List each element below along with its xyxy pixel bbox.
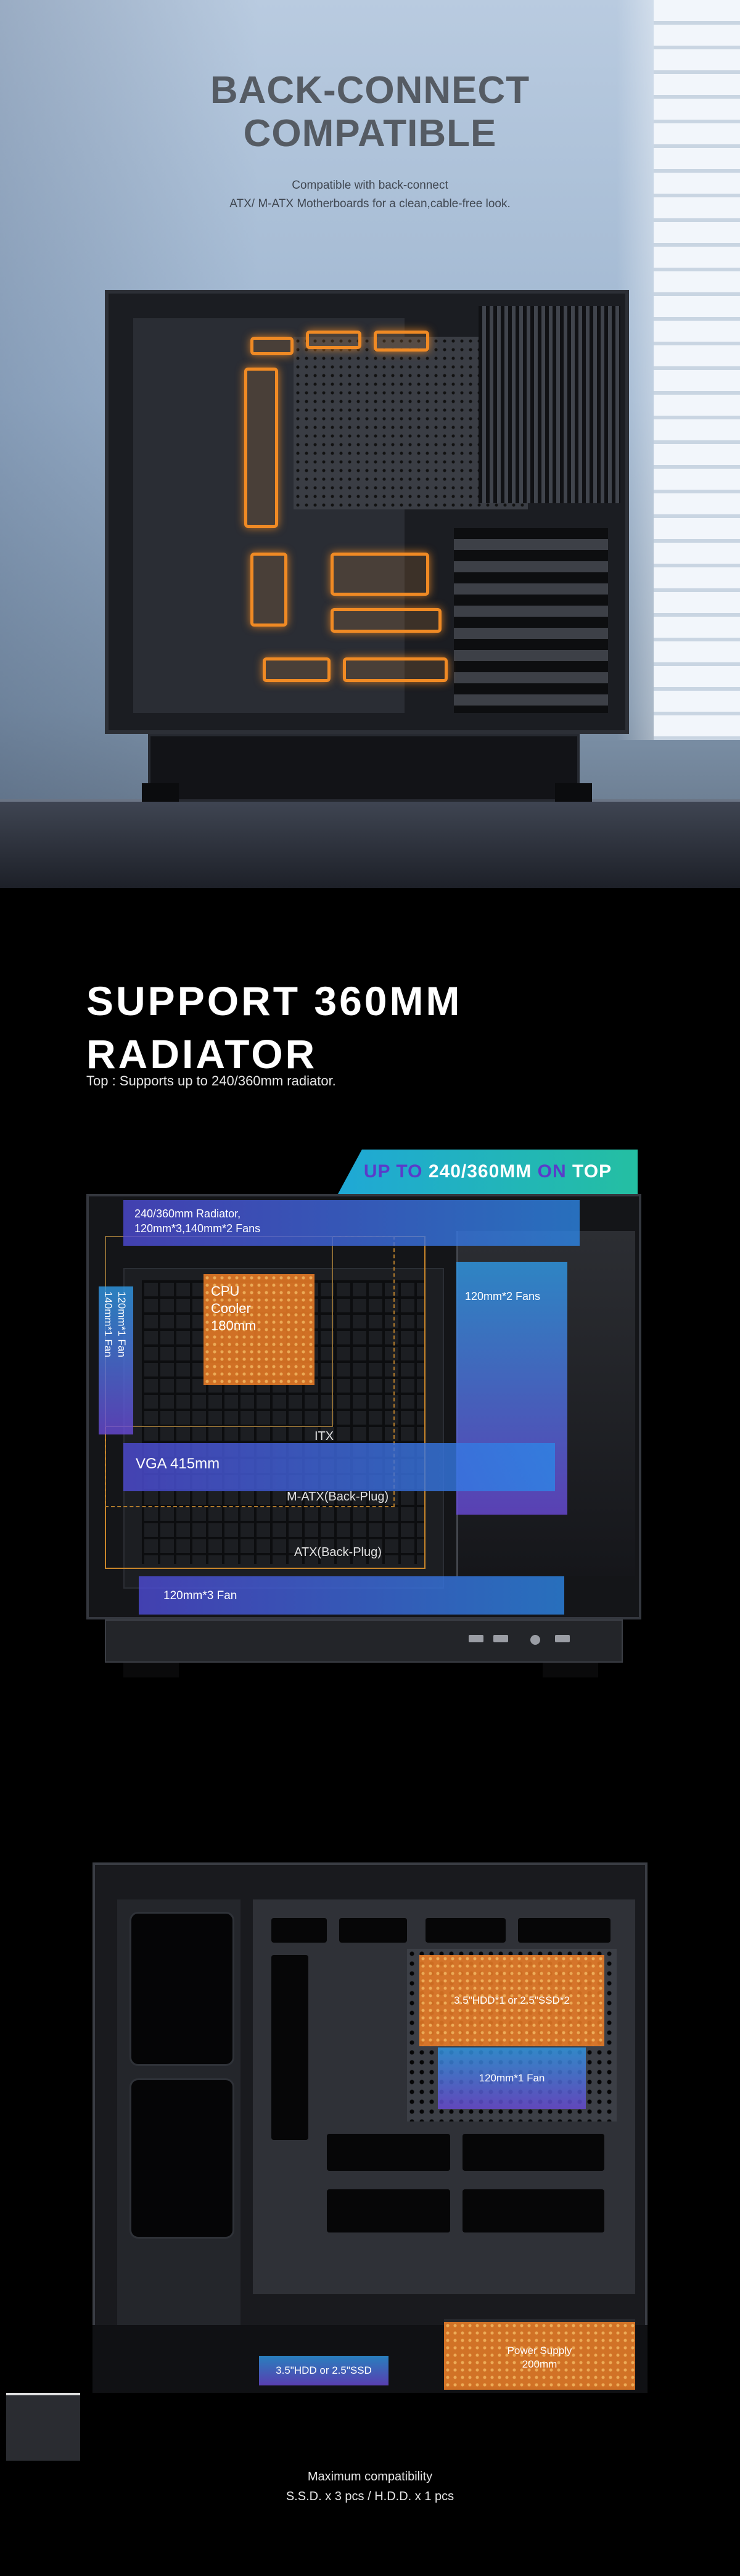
bottom-fans-label: 120mm*3 Fan bbox=[163, 1589, 237, 1602]
tray-hole-mid-1 bbox=[327, 2134, 450, 2171]
radiator-banner: UP TO 240/360MM ON TOP bbox=[338, 1150, 638, 1194]
psu-shroud bbox=[148, 734, 580, 802]
vga-label: VGA 415mm bbox=[136, 1455, 220, 1472]
power-supply-line1: Power Supply bbox=[507, 2345, 572, 2356]
rear-cutout-top bbox=[130, 1912, 234, 2066]
back-connect-title: BACK-CONNECT COMPATIBLE bbox=[0, 69, 740, 155]
usb-port-1 bbox=[469, 1635, 483, 1642]
rear-fan-line2: 140mm*1 Fan bbox=[102, 1291, 114, 1357]
storage-caption: Maximum compatibility S.S.D. x 3 pcs / H… bbox=[0, 2467, 740, 2506]
pc-case-front-view: ITX M-ATX(Back-Plug) ATX(Back-Plug) 240/… bbox=[86, 1194, 641, 1681]
cable-cutout-top-3 bbox=[374, 331, 429, 352]
cpu-cooler-overlay: CPU Cooler 180mm bbox=[204, 1274, 314, 1385]
cable-cutout-top-1 bbox=[250, 337, 294, 355]
power-supply-overlay: Power Supply 200mm bbox=[444, 2322, 635, 2390]
case-chassis bbox=[105, 290, 629, 734]
cable-cutout-top-2 bbox=[306, 331, 361, 349]
cable-cutout-lower-left bbox=[250, 553, 287, 627]
tray-hole-1 bbox=[271, 1918, 327, 1943]
banner-top: TOP bbox=[572, 1161, 612, 1182]
drive-cage-overlay: 3.5"HDD*1 or 2.5"SSD*2 bbox=[419, 1955, 604, 2046]
tray-hole-mid-4 bbox=[462, 2189, 604, 2232]
expansion-slots bbox=[454, 528, 608, 713]
bottom-drive-overlay: 3.5"HDD or 2.5"SSD bbox=[259, 2356, 388, 2385]
vga-overlay: VGA 415mm bbox=[123, 1443, 555, 1491]
window-blinds bbox=[654, 0, 740, 740]
banner-up-to: UP TO bbox=[363, 1161, 423, 1182]
case-foot-right bbox=[555, 783, 592, 802]
tray-hole-3 bbox=[426, 1918, 506, 1943]
itx-label: ITX bbox=[314, 1430, 334, 1443]
cable-cutout-center-2 bbox=[331, 608, 442, 633]
back-connect-title-line1: BACK-CONNECT bbox=[210, 69, 530, 112]
tray-hole-2 bbox=[339, 1918, 407, 1943]
rear-fan-line1: 120mm*1 Fan bbox=[116, 1291, 128, 1357]
power-button-icon bbox=[530, 1635, 540, 1645]
radiator-title: SUPPORT 360MM RADIATOR bbox=[86, 974, 462, 1080]
banner-size: 240/360MM bbox=[428, 1161, 532, 1182]
case-feet bbox=[105, 783, 629, 808]
storage-caption-line2: S.S.D. x 3 pcs / H.D.D. x 1 pcs bbox=[286, 2490, 454, 2503]
tray-hole-4 bbox=[518, 1918, 610, 1943]
drive-cage-label: 3.5"HDD*1 or 2.5"SSD*2 bbox=[454, 1994, 570, 2006]
desk bbox=[0, 802, 740, 888]
banner-on: ON bbox=[537, 1161, 567, 1182]
atx-label: ATX(Back-Plug) bbox=[294, 1545, 382, 1559]
bottom-fans-overlay: 120mm*3 Fan bbox=[139, 1576, 564, 1615]
rear-fan-label: 120mm*1 Fan bbox=[479, 2072, 545, 2084]
radiator-support-section: SUPPORT 360MM RADIATOR Top : Supports up… bbox=[0, 888, 740, 1776]
cable-cutout-center bbox=[331, 553, 429, 596]
cpu-cooler-line1: CPU bbox=[211, 1283, 240, 1299]
cable-cutout-bottom-1 bbox=[263, 657, 331, 682]
usb-port-3 bbox=[555, 1635, 570, 1642]
back-connect-section: BACK-CONNECT COMPATIBLE Compatible with … bbox=[0, 0, 740, 888]
top-radiator-line2: 120mm*3,140mm*2 Fans bbox=[134, 1222, 261, 1235]
cpu-cooler-line3: 180mm bbox=[211, 1318, 257, 1333]
power-supply-line2: 200mm bbox=[522, 2358, 557, 2370]
cpu-cooler-line2: Cooler bbox=[211, 1301, 251, 1316]
storage-section: 3.5"HDD*1 or 2.5"SSD*2 120mm*1 Fan Power… bbox=[0, 1776, 740, 2576]
rear-fan-overlay: 120mm*1 Fan bbox=[438, 2047, 586, 2109]
back-connect-description: Compatible with back-connect ATX/ M-ATX … bbox=[0, 176, 740, 213]
rear-cutout-bottom bbox=[130, 2078, 234, 2239]
back-connect-desc-line1: Compatible with back-connect bbox=[292, 179, 448, 192]
radiator-title-line1: SUPPORT 360MM bbox=[86, 978, 462, 1024]
tray-hole-left bbox=[271, 1955, 308, 2140]
rear-fan-text: 120mm*1 Fan 140mm*1 Fan bbox=[101, 1291, 128, 1357]
top-radiator-overlay: 240/360mm Radiator, 120mm*3,140mm*2 Fans bbox=[123, 1200, 580, 1246]
radiator-title-line2: RADIATOR bbox=[86, 1031, 318, 1077]
rear-fan-overlay: 120mm*1 Fan 140mm*1 Fan bbox=[99, 1286, 133, 1434]
tray-hole-mid-3 bbox=[327, 2189, 450, 2232]
case-base bbox=[105, 1619, 623, 1663]
bottom-drive-label: 3.5"HDD or 2.5"SSD bbox=[276, 2364, 372, 2376]
tray-hole-mid-2 bbox=[462, 2134, 604, 2171]
case-foot-left bbox=[142, 783, 179, 802]
matx-label: M-ATX(Back-Plug) bbox=[287, 1490, 389, 1504]
back-connect-title-line2: COMPATIBLE bbox=[243, 112, 497, 155]
drive-bracket bbox=[6, 2393, 80, 2461]
usb-port-2 bbox=[493, 1635, 508, 1642]
cable-cutout-left bbox=[244, 368, 278, 528]
case-foot-right bbox=[543, 1663, 598, 1677]
back-connect-desc-line2: ATX/ M-ATX Motherboards for a clean,cabl… bbox=[229, 197, 511, 210]
storage-caption-line1: Maximum compatibility bbox=[307, 2470, 433, 2483]
pc-case-rear-side-view: 3.5"HDD*1 or 2.5"SSD*2 120mm*1 Fan Power… bbox=[92, 1862, 648, 2393]
cable-cutout-bottom-2 bbox=[343, 657, 448, 682]
pc-case-rear-view bbox=[105, 290, 629, 808]
radiator-subtitle: Top : Supports up to 240/360mm radiator. bbox=[86, 1073, 336, 1088]
case-foot-left bbox=[123, 1663, 179, 1677]
side-fans-label: 120mm*2 Fans bbox=[465, 1290, 541, 1302]
top-radiator-line1: 240/360mm Radiator, bbox=[134, 1208, 241, 1220]
side-vent-mesh bbox=[479, 306, 620, 503]
